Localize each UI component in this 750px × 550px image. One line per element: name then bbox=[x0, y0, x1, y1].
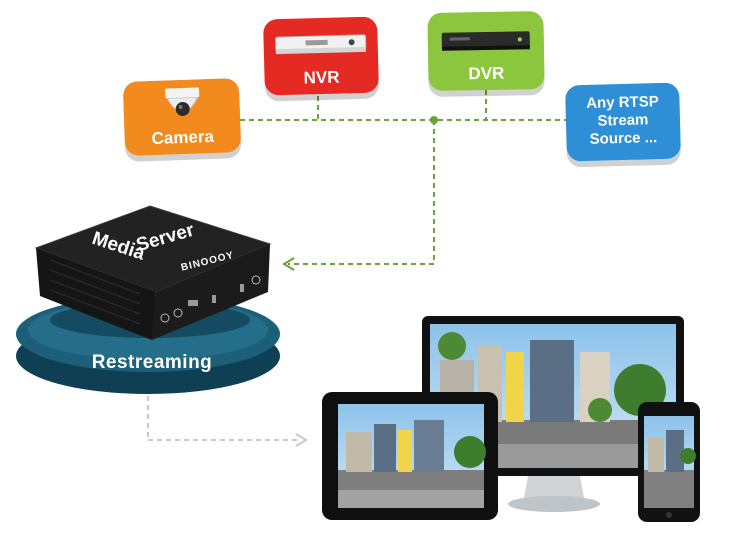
feed-arrowhead bbox=[282, 257, 295, 271]
dvr-recorder-icon bbox=[441, 31, 530, 51]
server-front-face bbox=[152, 244, 270, 340]
audio-port-icon bbox=[160, 313, 170, 323]
power-button-icon bbox=[251, 275, 261, 285]
tablet-device bbox=[322, 392, 498, 520]
camera-source-tile: Camera bbox=[122, 77, 242, 157]
server-left-face bbox=[36, 248, 156, 340]
restreaming-label: Restreaming bbox=[91, 352, 213, 373]
monitor-stand bbox=[524, 476, 584, 498]
dvr-source-tile: DVR bbox=[427, 10, 545, 92]
usb-port-icon bbox=[188, 300, 198, 306]
nvr-source-tile: NVR bbox=[263, 16, 379, 96]
phone-device bbox=[638, 402, 700, 522]
audio-port-icon bbox=[173, 308, 183, 318]
monitor-base bbox=[508, 496, 600, 512]
port-icon bbox=[240, 284, 244, 292]
junction-dot bbox=[430, 116, 438, 124]
port-icon bbox=[212, 295, 216, 303]
dome-camera-icon bbox=[165, 87, 200, 116]
output-arrowhead bbox=[295, 433, 308, 447]
nvr-recorder-icon bbox=[275, 34, 367, 55]
